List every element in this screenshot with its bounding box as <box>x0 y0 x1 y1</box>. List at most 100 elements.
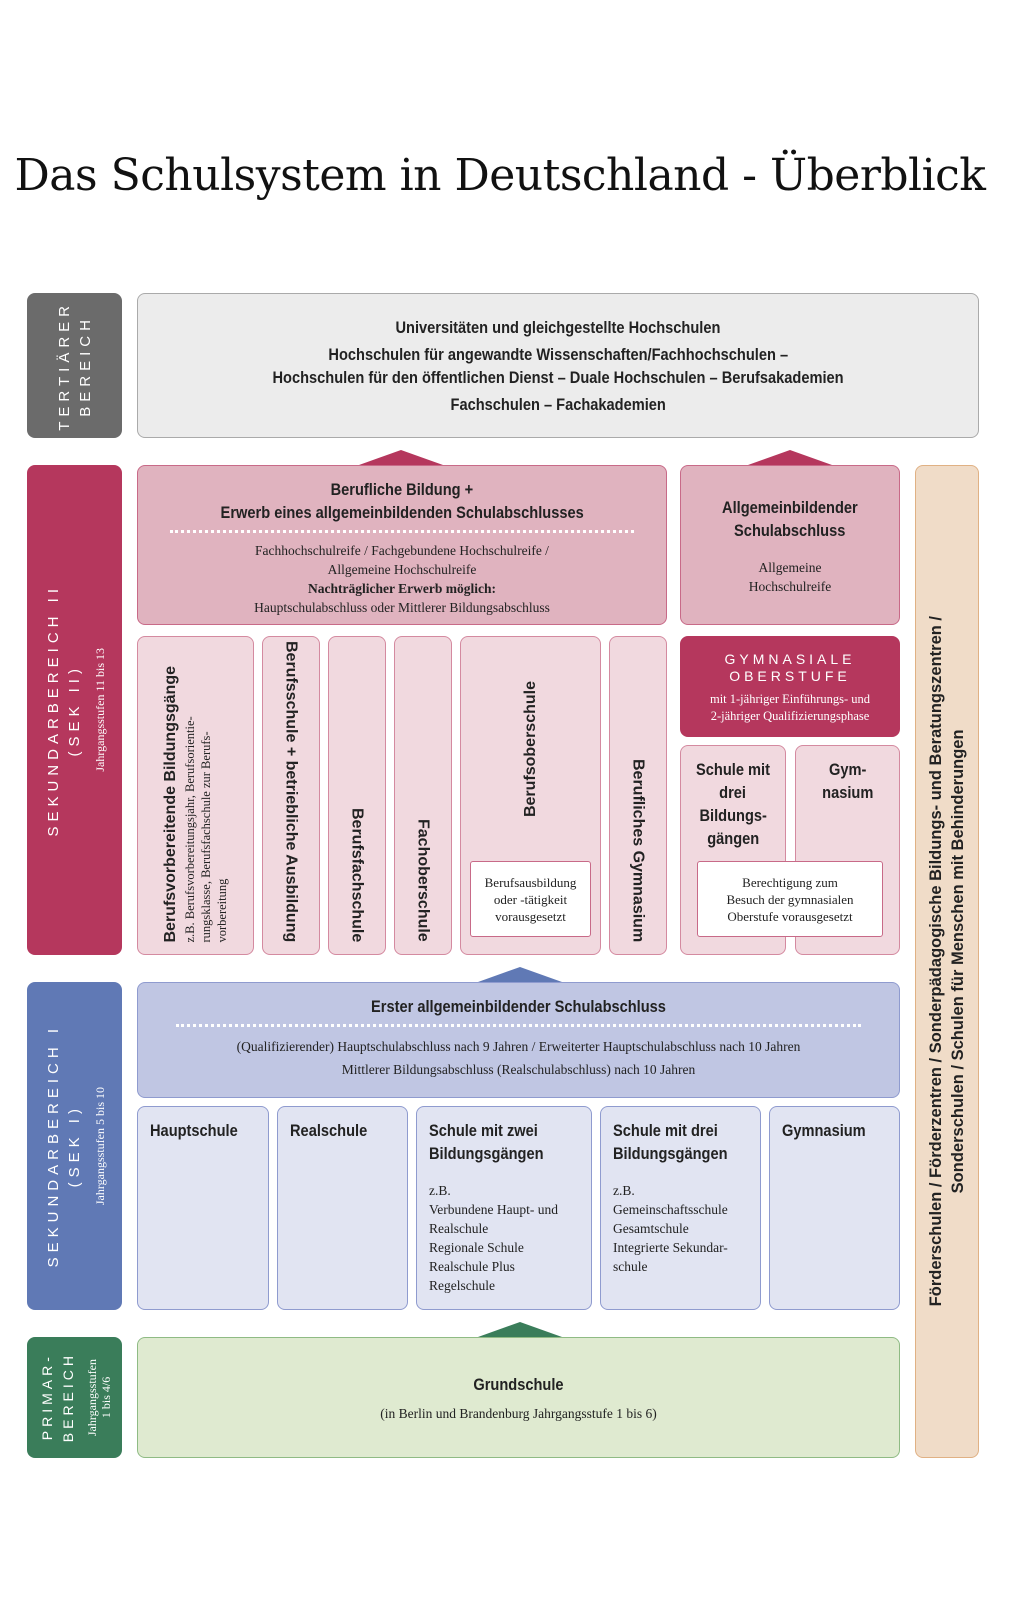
school-name: Berufsschule + betriebliche Ausbildung <box>282 640 300 942</box>
gymnasiale-oberstufe-box: GYMNASIALE OBERSTUFE mit 1-jähriger Einf… <box>680 636 900 737</box>
school-name: Berufliches Gymnasium <box>629 758 647 942</box>
arrow-up-icon <box>478 1322 562 1337</box>
label-line: TERTIÄRER <box>55 300 73 431</box>
school-berufsvorbereitende: Berufsvorbereitende Bildungsgänge z.B. B… <box>137 636 254 955</box>
school-berufliches-gymnasium: Berufliches Gymnasium <box>609 636 667 955</box>
gymnasium-note: Berechtigung zum Besuch der gymnasialen … <box>697 861 883 937</box>
label-line: SEKUNDARBEREICH II <box>44 583 62 837</box>
label-line: SEKUNDARBEREICH I <box>44 1024 62 1268</box>
box-heading: GYMNASIALE <box>724 651 856 667</box>
school-example: Gemeinschaftsschule <box>613 1202 728 1217</box>
school-example: Regionale Schule <box>429 1240 524 1255</box>
school-name: Hauptschule <box>150 1121 238 1140</box>
box-text: Fachhochschulreife / Fachgebundene Hochs… <box>255 543 549 558</box>
box-text: Nachträglicher Erwerb möglich: <box>308 581 496 596</box>
school-example: Gesamtschule <box>613 1221 689 1236</box>
school-name: Gym- <box>828 760 867 779</box>
box-text: Hauptschulabschluss oder Mittlerer Bildu… <box>254 600 550 615</box>
box-text: (Qualifizierender) Hauptschulabschluss n… <box>236 1039 801 1054</box>
school-name: Bildungs- <box>699 806 767 825</box>
tertiary-line: Fachschulen – Fachakademien <box>450 394 666 414</box>
school-desc: z.B. Berufsvorbereitungsjahr, Berufsorie… <box>183 715 197 942</box>
school-name: Schule mit <box>696 760 770 779</box>
note-text: vorausgesetzt <box>495 908 566 924</box>
page-title: Das Schulsystem in Deutschland - Überbli… <box>14 150 986 201</box>
school-name: Fachoberschule <box>414 819 432 942</box>
school-name: Gymnasium <box>782 1121 866 1140</box>
foerderschulen-column: Förderschulen / Förderzentren / Sonderpä… <box>915 465 979 1458</box>
tertiary-box: Universitäten und gleichgestellte Hochsc… <box>137 293 979 438</box>
note-text: Oberstufe vorausgesetzt <box>727 908 853 924</box>
school-desc: rungsklasse, Berufsfachschule zur Berufs… <box>199 730 213 942</box>
box-heading: Berufliche Bildung + <box>330 480 474 499</box>
school-example: z.B. <box>429 1183 451 1198</box>
label-sub: Jahrgangsstufen 11 bis 13 <box>92 648 107 772</box>
berufsoberschule-note: Berufsausbildung oder -tätigkeit vorausg… <box>470 861 591 937</box>
note-text: Berufsausbildung <box>484 874 577 890</box>
school-example: Realschule <box>429 1221 489 1236</box>
box-heading: Schulabschluss <box>734 521 846 540</box>
school-desc: vorbereitung <box>215 878 229 942</box>
label-sek1: SEKUNDARBEREICH I(SEK I) Jahrgangsstufen… <box>27 982 122 1310</box>
berufliche-bildung-box: Berufliche Bildung + Erwerb eines allgem… <box>137 465 667 625</box>
label-sub: Jahrgangsstufen <box>84 1358 99 1437</box>
label-line: PRIMAR- <box>38 1353 55 1442</box>
school-berufsschule: Berufsschule + betriebliche Ausbildung <box>262 636 320 955</box>
grundschule-box: Grundschule (in Berlin und Brandenburg J… <box>137 1337 900 1458</box>
box-text: Allgemeine Hochschulreife <box>327 562 477 577</box>
divider <box>176 1024 861 1027</box>
sek1-school: Hauptschule <box>137 1106 269 1310</box>
sek1-school: Gymnasium <box>769 1106 900 1310</box>
box-text: (in Berlin und Brandenburg Jahrgangsstuf… <box>380 1405 657 1421</box>
box-text: 2-jähriger Qualifizierungsphase <box>710 709 870 723</box>
arrow-up-icon <box>478 967 562 982</box>
arrow-up-icon <box>359 450 443 465</box>
box-heading: Grundschule <box>473 1374 564 1394</box>
school-name: Bildungsgängen <box>429 1144 544 1163</box>
note-text: Berechtigung zum <box>742 874 838 890</box>
box-heading: Erwerb eines allgemeinbildenden Schulabs… <box>220 503 584 522</box>
divider <box>169 530 635 533</box>
label-line: (SEK I) <box>65 1104 83 1188</box>
school-name: Schule mit drei <box>613 1121 718 1140</box>
label-line: (SEK II) <box>65 663 83 757</box>
school-name: Schule mit zwei <box>429 1121 538 1140</box>
school-name: nasium <box>821 783 874 802</box>
school-example: Integrierte Sekundar- <box>613 1240 728 1255</box>
school-name: Bildungsgängen <box>613 1144 728 1163</box>
box-heading: OBERSTUFE <box>729 668 851 684</box>
box-text: Mittlerer Bildungsabschluss (Realschulab… <box>341 1062 696 1077</box>
school-example: Realschule Plus <box>429 1259 515 1274</box>
school-name: drei <box>719 783 747 802</box>
box-heading: Allgemeinbildender <box>722 498 858 517</box>
school-berufsfachschule: Berufsfachschule <box>328 636 386 955</box>
school-example: z.B. <box>613 1183 635 1198</box>
tertiary-line: Hochschulen für angewandte Wissenschafte… <box>328 344 788 364</box>
arrow-up-icon <box>748 450 832 465</box>
label-line: BEREICH <box>76 314 94 417</box>
school-name: Berufsfachschule <box>348 807 366 942</box>
foerder-text: Förderschulen / Förderzentren / Sonderpä… <box>927 616 945 1307</box>
label-sek2: SEKUNDARBEREICH II(SEK II) Jahrgangsstuf… <box>27 465 122 955</box>
school-name: Realschule <box>290 1121 368 1140</box>
note-text: Besuch der gymnasialen <box>726 891 854 907</box>
school-name: Berufsvorbereitende Bildungsgänge <box>162 665 179 943</box>
foerder-text: Sonderschulen / Schulen für Menschen mit… <box>949 729 967 1194</box>
tertiary-line: Hochschulen für den öffentlichen Dienst … <box>272 367 844 387</box>
box-text: Hochschulreife <box>748 579 832 594</box>
box-text: mit 1-jähriger Einführungs- und <box>709 692 871 706</box>
label-line: BEREICH <box>59 1352 76 1443</box>
school-example: Verbundene Haupt- und <box>429 1202 558 1217</box>
label-sub: 1 bis 4/6 <box>98 1376 113 1419</box>
school-name: gängen <box>706 829 759 848</box>
box-heading: Erster allgemeinbildender Schulabschluss <box>371 997 666 1016</box>
tertiary-line: Universitäten und gleichgestellte Hochsc… <box>395 317 721 337</box>
sek1-school: Realschule <box>277 1106 408 1310</box>
allgemeinbildender-abschluss-box: Allgemeinbildender Schulabschluss Allgem… <box>680 465 900 625</box>
school-example: schule <box>613 1259 648 1274</box>
